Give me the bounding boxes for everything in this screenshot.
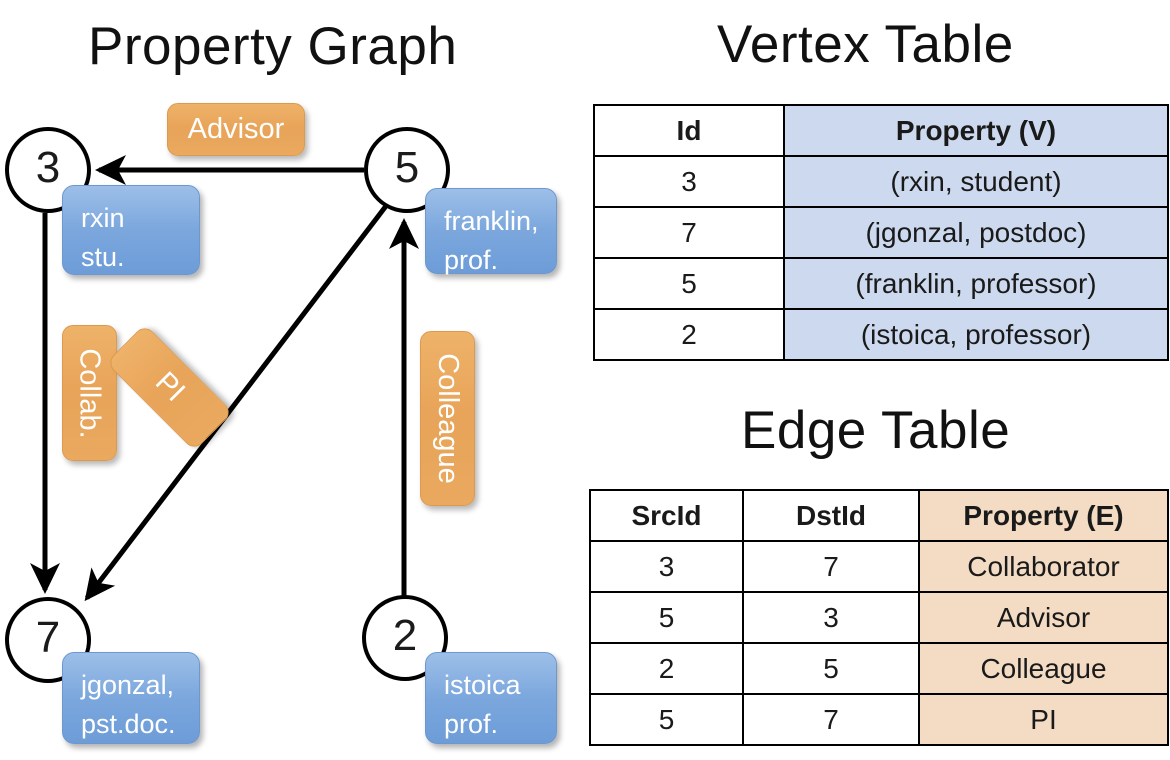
edge-property-box-advisor: Advisor [167, 103, 305, 156]
table-row[interactable]: 3 (rxin, student) [593, 155, 1169, 208]
vertex-row-3-property: (istoica, professor) [783, 308, 1169, 361]
vertex-table-header-row: Id Property (V) [593, 104, 1169, 157]
vertex-property-7-line1: jgonzal, [81, 670, 175, 700]
graph-node-2[interactable]: 2 [362, 595, 448, 681]
vertex-row-0-property: (rxin, student) [783, 155, 1169, 208]
edge-property-colleague-label: Colleague [432, 353, 465, 484]
table-row[interactable]: 5 3 Advisor [589, 591, 1169, 644]
graph-node-5[interactable]: 5 [364, 127, 450, 213]
vertex-property-2-line1: istoica [444, 670, 521, 700]
table-row[interactable]: 3 7 Collaborator [589, 540, 1169, 593]
edge-property-box-colleague: Colleague [420, 331, 475, 506]
edge-row-1-src: 5 [589, 591, 744, 644]
vertex-row-3-id: 2 [593, 308, 785, 361]
vertex-row-1-property: (jgonzal, postdoc) [783, 206, 1169, 259]
edge-row-0-property: Collaborator [918, 540, 1169, 593]
vertex-property-7-line2: pst.doc. [81, 709, 176, 740]
vertex-row-1-id: 7 [593, 206, 785, 259]
edge-table-header-row: SrcId DstId Property (E) [589, 489, 1169, 542]
edge-property-advisor-label: Advisor [187, 113, 285, 145]
edge-table-col-srcid: SrcId [589, 489, 744, 542]
edge-row-3-property: PI [918, 693, 1169, 746]
graph-node-5-label: 5 [394, 143, 420, 192]
edge-row-3-dst: 7 [742, 693, 920, 746]
edge-table-col-dstid: DstId [742, 489, 920, 542]
table-row[interactable]: 2 5 Colleague [589, 642, 1169, 695]
edge-row-1-dst: 3 [742, 591, 920, 644]
edge-row-0-src: 3 [589, 540, 744, 593]
edge-row-2-dst: 5 [742, 642, 920, 695]
page-title-property-graph: Property Graph [88, 17, 458, 76]
table-row[interactable]: 5 7 PI [589, 693, 1169, 746]
graph-node-2-label: 2 [392, 611, 418, 660]
graph-node-3-label: 3 [35, 143, 61, 192]
page-title-edge-table: Edge Table [741, 401, 1011, 460]
vertex-property-box-7: jgonzal, pst.doc. [62, 652, 200, 744]
vertex-property-box-3: rxin stu. [62, 185, 200, 275]
vertex-property-2-line2: prof. [444, 709, 499, 740]
table-row[interactable]: 7 (jgonzal, postdoc) [593, 206, 1169, 259]
edge-row-3-src: 5 [589, 693, 744, 746]
edge-row-1-property: Advisor [918, 591, 1169, 644]
edge-row-0-dst: 7 [742, 540, 920, 593]
table-row[interactable]: 2 (istoica, professor) [593, 308, 1169, 361]
graph-edge-lines [30, 155, 419, 602]
graph-node-7-label: 7 [35, 613, 61, 662]
vertex-table-col-id: Id [593, 104, 785, 157]
vertex-row-2-property: (franklin, professor) [783, 257, 1169, 310]
edge-row-2-src: 2 [589, 642, 744, 695]
edge-property-box-collab: Collab. [62, 325, 117, 461]
vertex-property-3-line1: rxin [81, 203, 125, 233]
edge-table: SrcId DstId Property (E) 3 7 Collaborato… [589, 489, 1169, 746]
vertex-property-box-2: istoica prof. [425, 652, 557, 744]
vertex-property-3-line2: stu. [81, 242, 125, 273]
vertex-property-5-line1: franklin, [444, 206, 539, 236]
edge-property-pi-label: PI [148, 366, 191, 409]
property-graph-panel: Property Graph 3 5 7 2 rxin stu. frankli… [5, 17, 557, 744]
vertex-table: Id Property (V) 3 (rxin, student) 7 (jgo… [593, 104, 1169, 361]
vertex-table-col-property: Property (V) [783, 104, 1169, 157]
vertex-row-2-id: 5 [593, 257, 785, 310]
vertex-property-5-line2: prof. [444, 245, 499, 276]
page-title-vertex-table: Vertex Table [717, 15, 1014, 74]
edge-property-collab-label: Collab. [74, 347, 106, 439]
edge-row-2-property: Colleague [918, 642, 1169, 695]
vertex-property-box-5: franklin, prof. [425, 188, 557, 275]
edge-5-to-7 [84, 204, 388, 602]
edge-table-col-property: Property (E) [918, 489, 1169, 542]
table-row[interactable]: 5 (franklin, professor) [593, 257, 1169, 310]
vertex-row-0-id: 3 [593, 155, 785, 208]
